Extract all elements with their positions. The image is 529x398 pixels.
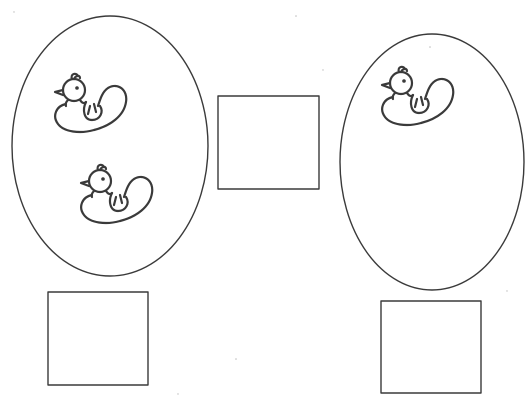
- middle-comparison-box[interactable]: [218, 96, 319, 189]
- duck-icon: [81, 165, 152, 223]
- right-count-box[interactable]: [381, 301, 481, 393]
- scan-specks: [13, 11, 507, 394]
- right-group-oval: [340, 34, 524, 290]
- duck-icon: [382, 67, 453, 125]
- left-count-box[interactable]: [48, 292, 148, 385]
- left-group-oval: [12, 16, 208, 276]
- duck-icon: [55, 74, 126, 132]
